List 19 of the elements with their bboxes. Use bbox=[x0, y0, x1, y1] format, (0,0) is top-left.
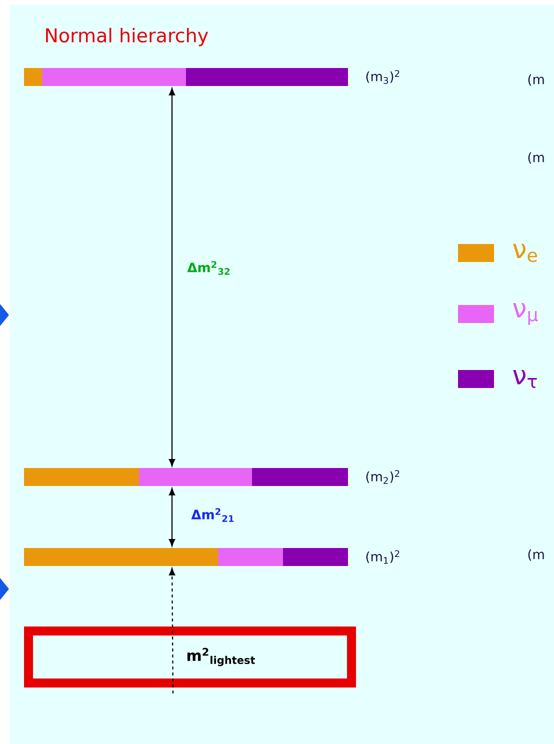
mass-label: (m bbox=[528, 549, 544, 561]
mass-label: (m$_{2}$)$^{2}$ bbox=[366, 470, 400, 484]
edge-label: Δm$^{2}$32 bbox=[187, 261, 230, 275]
level-bar bbox=[24, 68, 348, 86]
mass-label: (m$_{1}$)$^{2}$ bbox=[366, 550, 400, 564]
legend-label: ν$_{μ}$ bbox=[513, 303, 538, 325]
arrow bbox=[168, 488, 176, 546]
legend-label: ν$_{τ}$ bbox=[513, 370, 537, 388]
mass-label: (m$_{3}$)$^{2}$ bbox=[366, 70, 400, 84]
edge-label: Δm$^{2}$21 bbox=[191, 508, 234, 522]
mass-label: (m bbox=[528, 74, 544, 86]
legend-label: ν$_{e}$ bbox=[513, 244, 537, 262]
level-bar bbox=[24, 468, 348, 486]
highlight-box: m$^{2}$lightest bbox=[24, 626, 356, 688]
mass-label: (m bbox=[528, 152, 544, 164]
title: Normal hierarchy bbox=[46, 28, 208, 46]
arrow bbox=[168, 88, 176, 466]
arrow bbox=[169, 568, 176, 694]
level-bar bbox=[24, 548, 348, 566]
